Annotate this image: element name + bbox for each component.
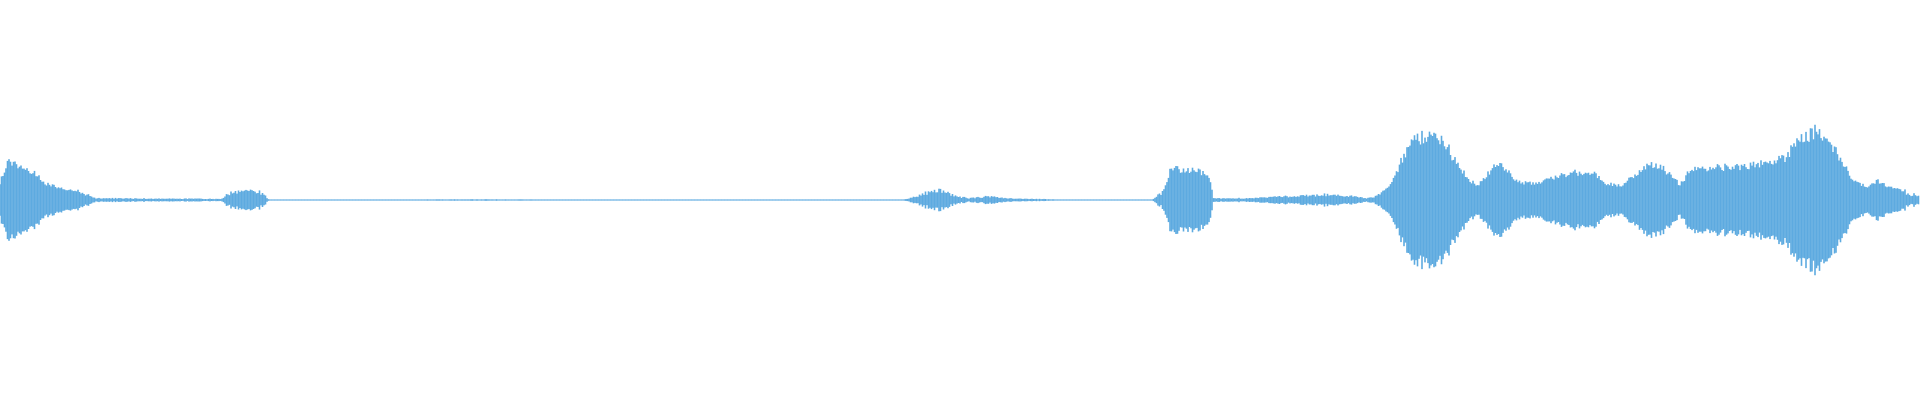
waveform-bars <box>0 124 1920 276</box>
